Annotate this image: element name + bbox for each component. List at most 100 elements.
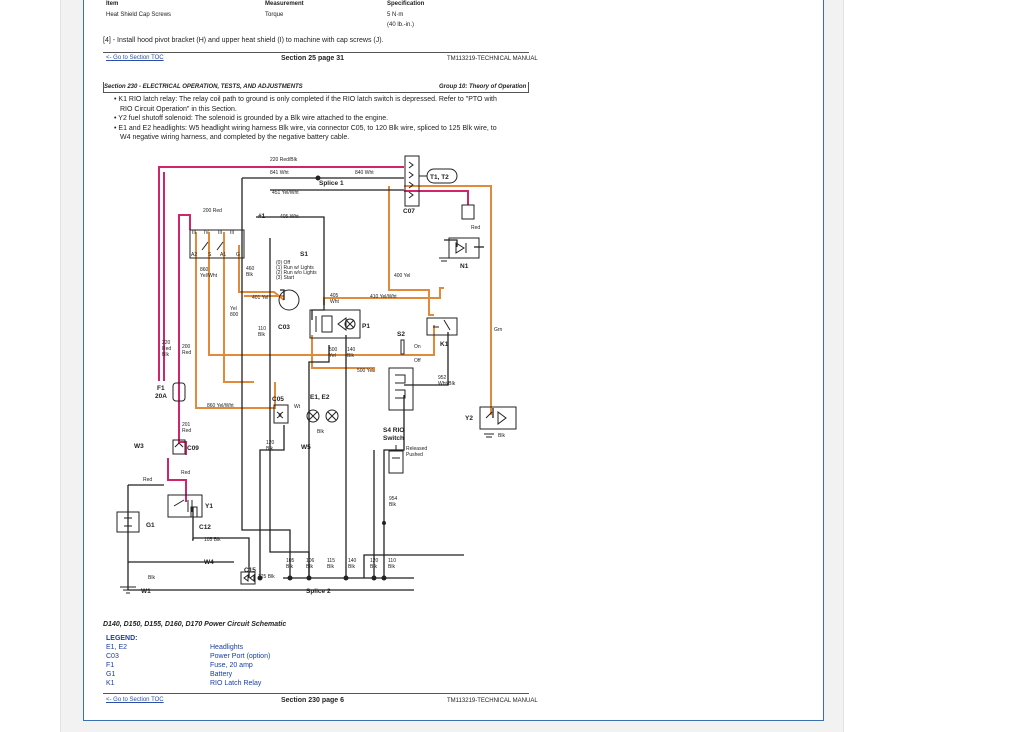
wire-label: 860 Yel/Wht — [207, 403, 234, 409]
y1-label: Y1 — [205, 503, 213, 510]
relay-pin-label: S — [208, 252, 212, 258]
legend-title: LEGEND: — [106, 635, 138, 642]
legend-description: Headlights — [210, 644, 244, 651]
wire-label: 220 — [162, 340, 171, 346]
c15-label: C15 — [244, 567, 256, 574]
s4-label-2: Switch — [383, 435, 404, 442]
divider — [103, 693, 529, 694]
legend-code: E1, E2 — [106, 644, 128, 651]
splice-2-dot — [306, 575, 312, 581]
wire-label: Wht/Blk — [438, 381, 456, 387]
wire-label: 105 Blk — [204, 537, 221, 543]
legend-code: F1 — [106, 662, 115, 669]
connector-c05 — [273, 404, 289, 424]
wire-label: Yel — [329, 353, 336, 359]
table-cell-spec-alt: (40 lb.-in.) — [387, 22, 415, 28]
headlight-e1 — [306, 409, 320, 423]
manual-page[interactable]: Item Measurement Specification Heat Shie… — [83, 0, 824, 721]
s1-position-label: (2) Run w/o Lights — [276, 270, 317, 276]
wire-label: 954 — [389, 496, 398, 502]
n1-label: N1 — [460, 263, 469, 270]
splice-dot — [382, 521, 386, 525]
s2-off-label: Off — [414, 358, 421, 364]
wire-label: 220 Red/Blk — [270, 157, 298, 163]
go-to-toc-link[interactable]: <- Go to Section TOC — [106, 697, 164, 703]
s2-label: S2 — [397, 331, 405, 338]
wire-label: Blk — [162, 352, 169, 358]
legend-description: Power Port (option) — [210, 653, 271, 660]
p1-label: P1 — [362, 323, 370, 330]
wire-label: Grn — [494, 327, 503, 333]
connector-c07 — [404, 155, 420, 207]
s1-position-label: (0) Off — [276, 260, 291, 266]
wire-label: Blk — [306, 564, 313, 570]
page-number-label: Section 230 page 6 — [281, 697, 345, 704]
manual-id-label: TM113219-TECHNICAL MANUAL — [447, 56, 538, 62]
table-cell-spec: 5 N·m — [387, 12, 404, 18]
bullet-item: • E1 and E2 headlights: W5 headlight wir… — [114, 124, 497, 132]
k1-label: K1 — [440, 341, 449, 348]
wire-label: Blk — [348, 564, 355, 570]
power-circuit-schematic: 220 Red/Blk 841 Wht 840 Wht 451 Yel/Wht … — [116, 155, 517, 595]
s4-released-label: Released — [406, 446, 427, 452]
c03-label: C03 — [278, 324, 290, 331]
w4-label: W4 — [204, 559, 214, 566]
divider — [528, 82, 529, 93]
wire-label: 120 — [266, 440, 275, 446]
wire-label: Yel — [230, 306, 237, 312]
red-wire-group — [158, 166, 469, 502]
relay-pin-label: G — [236, 252, 240, 258]
relay-pin-label: A1 — [220, 252, 226, 258]
wire-label: 200 Red — [203, 208, 222, 214]
wire-label: Red — [181, 470, 190, 476]
wire-label: 125 Blk — [258, 574, 275, 580]
g1-label: G1 — [146, 522, 155, 529]
y2-label: Y2 — [465, 415, 473, 422]
wire-label: 105 — [286, 558, 295, 564]
wire-label: 140 — [347, 347, 356, 353]
wire-label: 401 Yel — [252, 295, 268, 301]
splice-2-label: Splice 2 — [306, 588, 331, 595]
w1-label: W1 — [141, 588, 151, 595]
relay-1 — [189, 229, 245, 259]
wire-label: Blk — [370, 564, 377, 570]
fuse-f1 — [172, 382, 186, 402]
s4-label: S4 RIO — [383, 427, 404, 434]
wire-label: 201 — [182, 422, 191, 428]
wire-label: 140 — [348, 558, 357, 564]
wire-label: Yel/Wht — [200, 273, 218, 279]
splice-2-dot — [381, 575, 387, 581]
connector-c12 — [190, 506, 198, 518]
splice-2-dot — [343, 575, 349, 581]
power-port-c03 — [278, 289, 300, 311]
ground-w1 — [120, 586, 136, 594]
relay-pin-label: III — [192, 230, 196, 236]
legend-code: C03 — [106, 653, 119, 660]
divider — [103, 82, 104, 93]
c05-label: C05 — [272, 396, 284, 403]
go-to-toc-link[interactable]: <- Go to Section TOC — [106, 55, 164, 61]
wire-label: Blk — [317, 429, 324, 435]
wire-label: 840 Wht — [355, 170, 374, 176]
t1t2-label: T1, T2 — [430, 174, 449, 181]
wire-label: Blk — [388, 564, 395, 570]
wire-label: 451 Yel/Wht — [272, 190, 299, 196]
n1-diode — [448, 237, 480, 259]
c07-label: C07 — [403, 208, 415, 215]
wire-label: Red — [182, 350, 191, 356]
battery-g1 — [116, 511, 140, 533]
s2-on-label: On — [414, 344, 421, 350]
relay-pin-label: III — [218, 230, 222, 236]
wire-label: Blk — [258, 332, 265, 338]
legend-code: K1 — [106, 680, 115, 687]
wire-label: 120 — [370, 558, 379, 564]
relay-pin-label: III — [230, 230, 234, 236]
wire-label: Blk — [498, 433, 505, 439]
manual-id-label: TM113219-TECHNICAL MANUAL — [447, 698, 538, 704]
wire-label: Blk — [389, 502, 396, 508]
bullet-item: RIO Circuit Operation" in this Section. — [120, 105, 237, 113]
wire-label: Blk — [327, 564, 334, 570]
w5-label: W5 — [301, 444, 311, 451]
legend-description: Fuse, 20 amp — [210, 662, 253, 669]
wire-label: 460 — [246, 266, 255, 272]
